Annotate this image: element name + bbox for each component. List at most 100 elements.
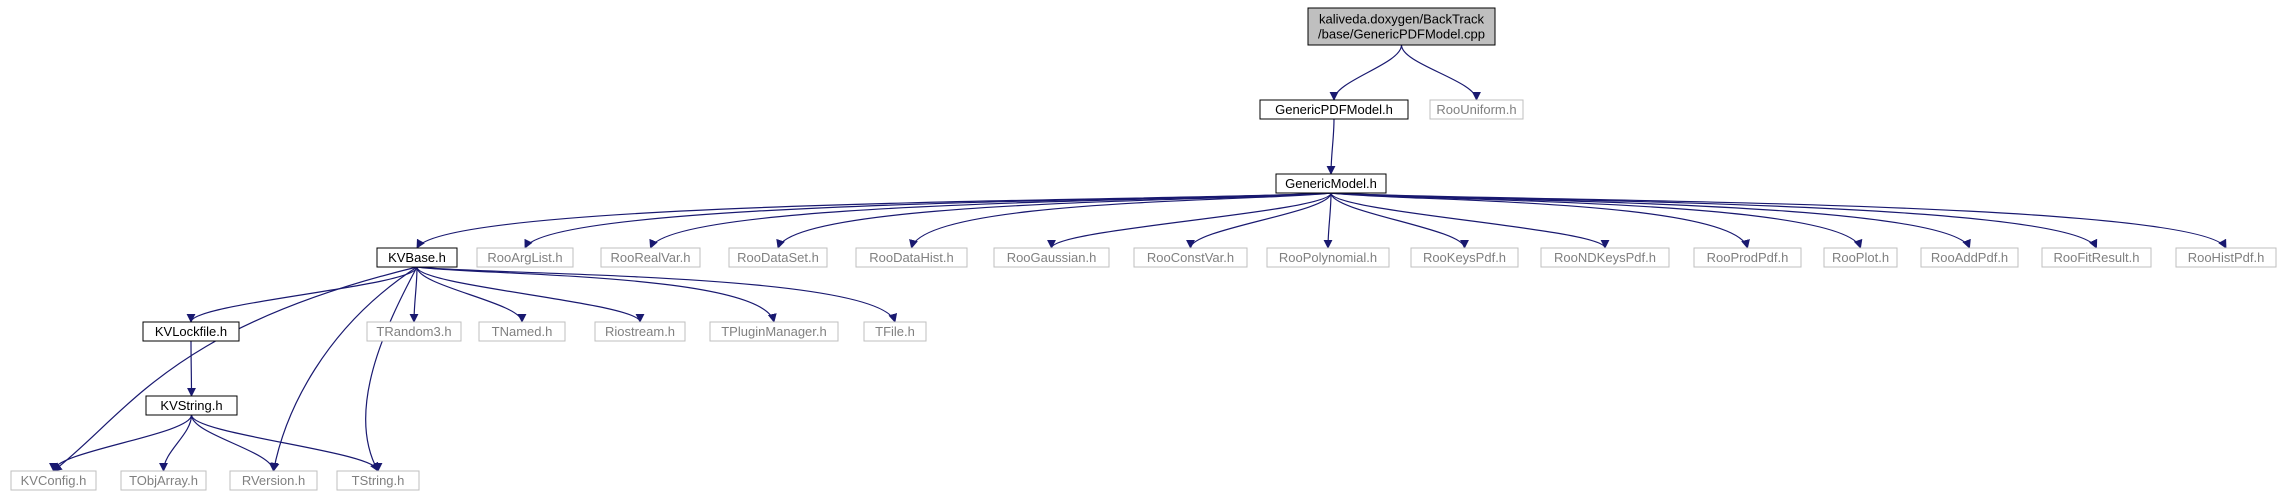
edge-genericmodel_h-to-roopolynomial_h — [1323, 192, 1333, 249]
node-label: RooProdPdf.h — [1707, 250, 1789, 265]
edge-genericpdfmodel_h-to-genericmodel_h — [1326, 118, 1336, 175]
node-box — [1693, 247, 1802, 268]
edge-kvstring_h-to-tobjarray_h — [159, 414, 193, 472]
node-kvstring-h[interactable]: KVString.h — [145, 395, 238, 416]
edge-kvbase_h-to-rversion_h — [270, 266, 418, 472]
edge-genericmodel_h-to-rooconstvar_h — [1186, 192, 1332, 249]
node-kvbase-h[interactable]: KVBase.h — [376, 247, 458, 268]
node-box — [600, 247, 701, 268]
edge-root-to-roouniform_h — [1400, 44, 1481, 101]
node-rversion-h: RVersion.h — [229, 470, 318, 491]
node-box — [709, 321, 839, 342]
node-box — [1307, 7, 1496, 46]
node-label: TString.h — [352, 473, 405, 488]
node-label: TNamed.h — [492, 324, 553, 339]
edge-genericmodel_h-to-rookeyspdf_h — [1330, 192, 1469, 249]
edge-genericmodel_h-to-roodatahist_h — [909, 192, 1332, 249]
node-box — [476, 247, 574, 268]
node-rooconstvar-h: RooConstVar.h — [1133, 247, 1248, 268]
node-tstring-h: TString.h — [336, 470, 420, 491]
node-box — [1259, 99, 1409, 120]
node-roorealvar-h: RooRealVar.h — [600, 247, 701, 268]
node-box — [1823, 247, 1898, 268]
node-label: GenericPDFModel.h — [1275, 102, 1393, 117]
node-rooarglist-h: RooArgList.h — [476, 247, 574, 268]
node-box — [478, 321, 566, 342]
edge-root-to-genericpdfmodel_h — [1329, 44, 1403, 101]
node-tpluginmanager-h: TPluginManager.h — [709, 321, 839, 342]
edges-layer — [49, 44, 2227, 472]
node-label: Riostream.h — [605, 324, 675, 339]
node-box — [145, 395, 238, 416]
node-roodatahist-h: RooDataHist.h — [855, 247, 968, 268]
node-label: RooKeysPdf.h — [1423, 250, 1506, 265]
node-label: RooHistPdf.h — [2188, 250, 2265, 265]
node-label: KVString.h — [160, 398, 222, 413]
node-box — [376, 247, 458, 268]
node-roodataset-h: RooDataSet.h — [728, 247, 828, 268]
edge-kvbase_h-to-kvconfig_h — [52, 266, 418, 472]
node-kvlockfile-h[interactable]: KVLockfile.h — [142, 321, 240, 342]
node-roofitresult-h: RooFitResult.h — [2041, 247, 2152, 268]
node-box — [728, 247, 828, 268]
edge-genericmodel_h-to-rooplot_h — [1330, 192, 1863, 249]
edge-genericmodel_h-to-roohistpdf_h — [1330, 192, 2227, 249]
node-box — [120, 470, 207, 491]
node-label: RooDataSet.h — [737, 250, 819, 265]
node-genericpdfmodel-h[interactable]: GenericPDFModel.h — [1259, 99, 1409, 120]
node-rooaddpdf-h: RooAddPdf.h — [1920, 247, 2019, 268]
node-trandom3-h: TRandom3.h — [366, 321, 462, 342]
edge-genericmodel_h-to-roondkeyspdf_h — [1330, 192, 1610, 249]
node-label: kaliveda.doxygen/BackTrack — [1319, 12, 1484, 27]
edge-genericmodel_h-to-roogaussian_h — [1047, 192, 1332, 249]
node-label: GenericModel.h — [1285, 176, 1377, 191]
node-box — [863, 321, 927, 342]
node-roogaussian-h: RooGaussian.h — [993, 247, 1110, 268]
node-label: KVConfig.h — [21, 473, 87, 488]
node-label: RooRealVar.h — [611, 250, 691, 265]
edge-kvstring_h-to-rversion_h — [190, 414, 278, 472]
edge-genericmodel_h-to-rooarglist_h — [524, 192, 1332, 249]
edge-kvbase_h-to-tstring_h — [365, 266, 418, 472]
nodes-layer: kaliveda.doxygen/BackTrack/base/GenericP… — [10, 7, 2277, 491]
node-box — [2041, 247, 2152, 268]
node-label: RooDataHist.h — [869, 250, 954, 265]
node-label: TPluginManager.h — [721, 324, 827, 339]
node-label: KVBase.h — [388, 250, 446, 265]
node-label: KVLockfile.h — [155, 324, 227, 339]
edge-kvbase_h-to-tpluginmanager_h — [416, 266, 777, 323]
node-rooprodpdf-h: RooProdPdf.h — [1693, 247, 1802, 268]
node-box — [1275, 173, 1387, 194]
node-box — [2175, 247, 2277, 268]
node-box — [993, 247, 1110, 268]
node-box — [1133, 247, 1248, 268]
node-box — [142, 321, 240, 342]
node-label: TFile.h — [875, 324, 915, 339]
node-root[interactable]: kaliveda.doxygen/BackTrack/base/GenericP… — [1307, 7, 1496, 46]
node-riostream-h: Riostream.h — [594, 321, 686, 342]
node-roopolynomial-h: RooPolynomial.h — [1266, 247, 1390, 268]
node-label: /base/GenericPDFModel.cpp — [1318, 27, 1485, 42]
node-box — [1410, 247, 1519, 268]
edge-kvbase_h-to-riostream_h — [416, 266, 645, 323]
node-box — [594, 321, 686, 342]
node-tfile-h: TFile.h — [863, 321, 927, 342]
node-label: RooNDKeysPdf.h — [1554, 250, 1656, 265]
edge-genericmodel_h-to-roofitresult_h — [1330, 192, 2098, 249]
edge-kvstring_h-to-tstring_h — [190, 414, 383, 472]
node-rooplot-h: RooPlot.h — [1823, 247, 1898, 268]
node-label: RooGaussian.h — [1007, 250, 1097, 265]
node-label: RooAddPdf.h — [1931, 250, 2008, 265]
node-label: RVersion.h — [242, 473, 305, 488]
node-label: TRandom3.h — [376, 324, 451, 339]
edge-kvbase_h-to-tnamed_h — [416, 266, 527, 323]
node-box — [1540, 247, 1670, 268]
node-box — [366, 321, 462, 342]
node-tobjarray-h: TObjArray.h — [120, 470, 207, 491]
node-label: RooConstVar.h — [1147, 250, 1234, 265]
node-kvconfig-h: KVConfig.h — [10, 470, 97, 491]
node-genericmodel-h[interactable]: GenericModel.h — [1275, 173, 1387, 194]
edge-kvstring_h-to-kvconfig_h — [49, 414, 193, 472]
node-label: RooFitResult.h — [2054, 250, 2140, 265]
